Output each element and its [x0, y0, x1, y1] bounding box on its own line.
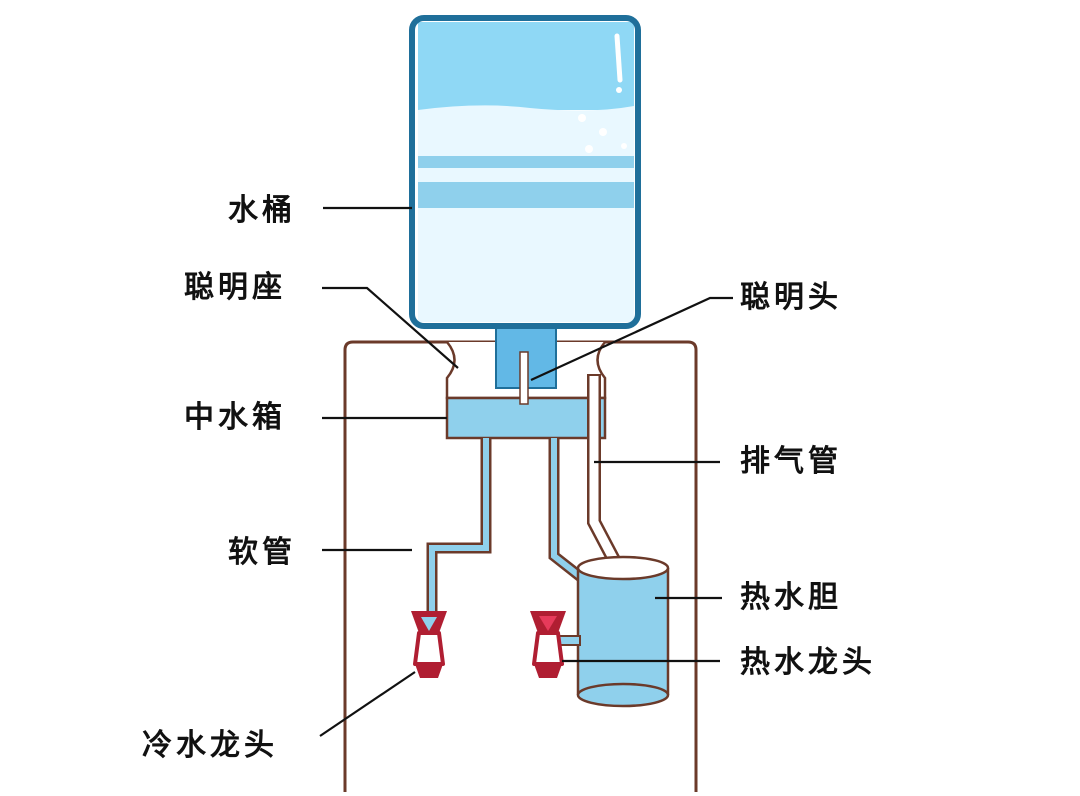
label-hot-faucet: 热水龙头 — [740, 645, 876, 680]
cold-hose — [426, 438, 492, 618]
leader-smart-head — [530, 296, 733, 382]
cold-faucet — [411, 611, 447, 678]
smart-head — [519, 351, 529, 405]
label-smart-seat: 聪明座 — [184, 270, 286, 305]
label-bucket: 水桶 — [228, 193, 296, 228]
hot-faucet — [530, 611, 566, 678]
leader-lines — [319, 206, 733, 737]
label-cold-faucet: 冷水龙头 — [142, 728, 278, 763]
label-vent-pipe: 排气管 — [740, 444, 842, 479]
leader-cold-faucet — [319, 671, 416, 737]
label-hot-tank: 热水胆 — [740, 580, 842, 615]
water-bucket — [409, 15, 641, 329]
hot-water-tank — [576, 555, 670, 708]
leader-smart-seat — [322, 286, 459, 369]
label-smart-head: 聪明头 — [740, 280, 842, 315]
label-hose: 软管 — [228, 535, 296, 570]
label-middle-tank: 中水箱 — [184, 400, 286, 435]
